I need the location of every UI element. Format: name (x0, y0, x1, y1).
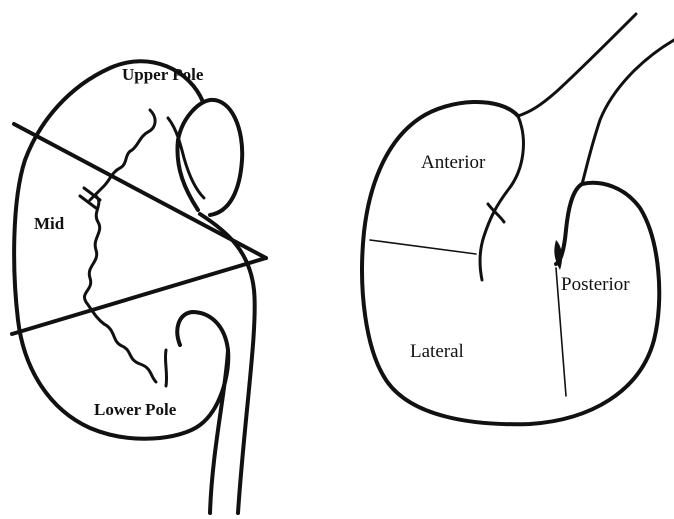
left-kidney (12, 61, 266, 513)
lower-zone-divider (12, 258, 266, 334)
label-anterior: Anterior (421, 152, 486, 173)
mid-calyx-line (84, 196, 104, 324)
right-ureter-outer (518, 14, 636, 116)
label-posterior: Posterior (561, 274, 630, 295)
label-lateral: Lateral (410, 341, 464, 362)
label-mid: Mid (34, 214, 65, 233)
label-upper-pole: Upper Pole (122, 65, 204, 84)
upper-calyx-line (90, 110, 155, 200)
label-lower-pole: Lower Pole (94, 400, 177, 419)
lower-calyx-line (104, 324, 156, 382)
left-ureter-inner (210, 350, 228, 513)
anterior-outline (362, 102, 659, 424)
lateral-divider (370, 240, 476, 254)
right-ureter-inner (582, 40, 674, 184)
upper-zone-divider (14, 124, 266, 258)
lower-calyx-line-2 (165, 350, 166, 386)
right-kidney (362, 14, 674, 424)
left-kidney-outline (14, 61, 242, 438)
anterior-calyx (480, 116, 523, 280)
